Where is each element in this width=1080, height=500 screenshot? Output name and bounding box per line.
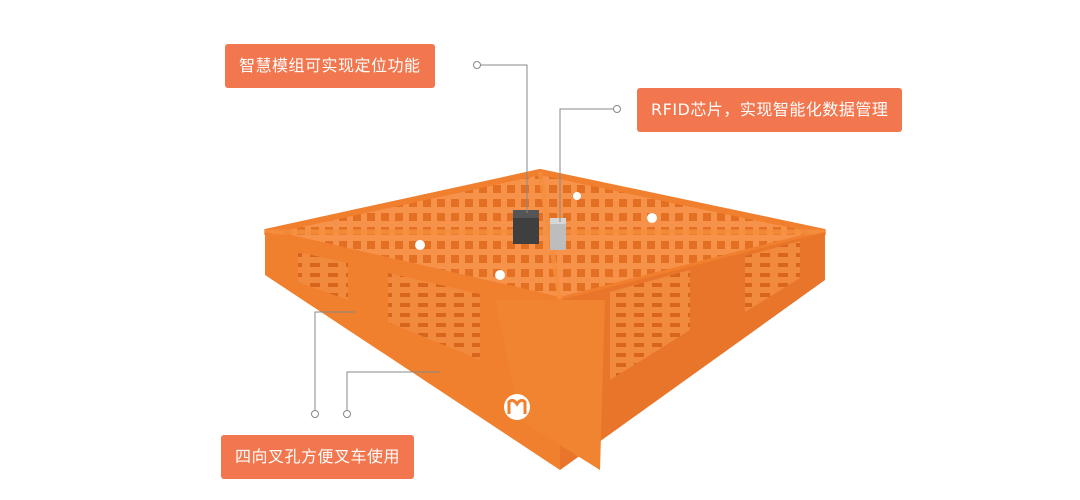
dark-box-icon	[513, 210, 539, 244]
pallet-corner-block	[495, 300, 605, 470]
fork-hole	[745, 241, 800, 312]
locator-dot	[495, 270, 505, 280]
fork-hole	[388, 273, 480, 360]
m-logo-icon	[504, 394, 530, 420]
leader-dot	[311, 410, 319, 418]
locator-dot	[573, 192, 581, 200]
leader-dot	[343, 410, 351, 418]
leader-line-module	[478, 64, 528, 213]
leader-line-fork-front	[346, 371, 440, 410]
grey-chip-icon	[550, 218, 566, 250]
leader-line-fork-left	[314, 311, 355, 410]
callout-fork-holes: 四向叉孔方便叉车使用	[221, 435, 415, 479]
locator-dot	[647, 213, 657, 223]
leader-line-rfid	[559, 108, 616, 222]
fork-hole	[298, 252, 348, 300]
locator-dot	[415, 240, 425, 250]
leader-dot	[613, 105, 621, 113]
fork-hole	[610, 270, 690, 380]
leader-dot	[473, 61, 481, 69]
plastic-pallet	[264, 168, 826, 470]
callout-smart-module: 智慧模组可实现定位功能	[225, 44, 435, 88]
callout-rfid-chip: RFID芯片，实现智能化数据管理	[637, 88, 903, 132]
leader-lines	[311, 61, 621, 418]
